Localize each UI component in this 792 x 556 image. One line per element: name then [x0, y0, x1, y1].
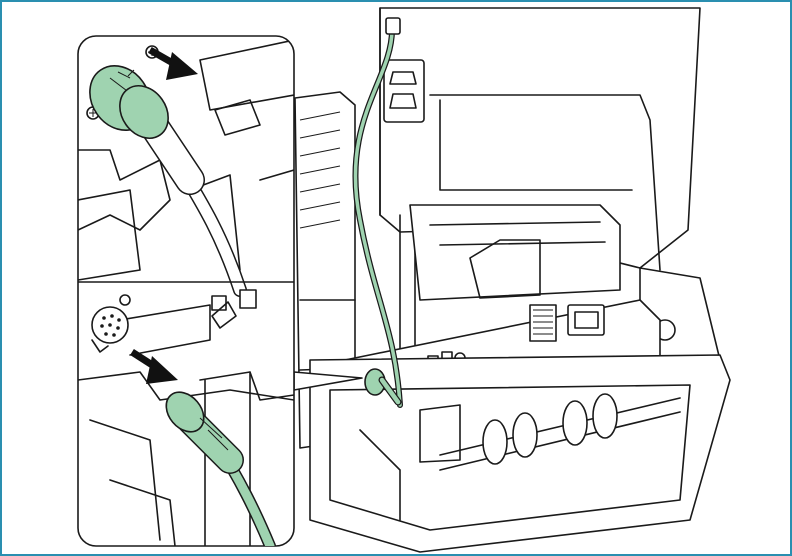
inset-bottom: [78, 289, 294, 546]
vent-grille: [529, 304, 557, 342]
inset-top: [78, 39, 294, 297]
connector-plug-icon: [165, 391, 244, 474]
arrow-right-icon: [148, 46, 198, 80]
arrow-right-icon: [130, 349, 178, 384]
connector-plug-icon: [89, 65, 169, 139]
connector-plug-icon: [364, 368, 402, 406]
inset-panel: [77, 35, 295, 547]
power-cable: [352, 17, 403, 408]
ac-power-inlet-icon: [567, 304, 605, 336]
roller-assembly: [439, 393, 681, 471]
printer-body: [294, 7, 731, 553]
ac-power-inlet-icon: [383, 59, 425, 123]
din-port: [91, 306, 129, 353]
